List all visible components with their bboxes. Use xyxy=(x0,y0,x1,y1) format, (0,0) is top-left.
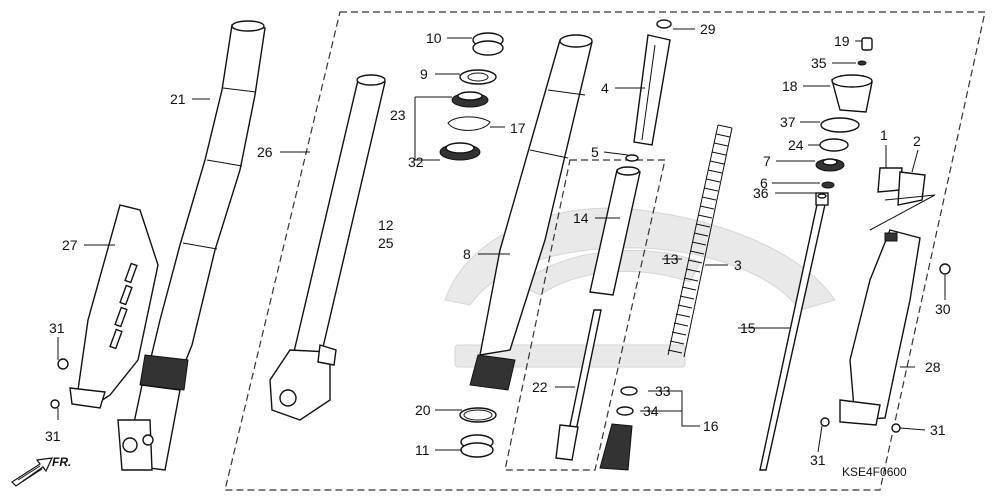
outer-tube-8 xyxy=(469,34,593,391)
callout-1: 1 xyxy=(880,127,888,143)
callout-24: 24 xyxy=(788,137,804,153)
cap-parts xyxy=(815,37,873,199)
callout-19: 19 xyxy=(834,33,850,49)
damper-rod-outline xyxy=(504,159,666,471)
callout-11: 11 xyxy=(415,442,430,458)
part-callouts: 21 26 27 31 31 10 9 23 17 32 12 25 20 11… xyxy=(45,21,951,468)
damper-rod-set xyxy=(555,154,641,461)
callout-31-c: 31 xyxy=(810,452,826,468)
callout-3: 3 xyxy=(734,257,742,273)
rod-15 xyxy=(759,192,829,471)
callout-9: 9 xyxy=(420,66,428,82)
callout-31-a: 31 xyxy=(49,320,65,336)
callout-34: 34 xyxy=(643,403,659,419)
callout-23: 23 xyxy=(390,107,406,123)
diagram-code: KSE4F0600 xyxy=(842,465,907,479)
front-direction-arrow: FR. xyxy=(11,455,71,487)
callout-22: 22 xyxy=(532,379,548,395)
seal-set xyxy=(439,32,504,458)
bottom-parts xyxy=(599,386,638,471)
callout-29: 29 xyxy=(700,21,716,37)
bolt-31-group xyxy=(50,358,69,409)
direction-label: FR. xyxy=(52,455,71,469)
callout-28: 28 xyxy=(925,359,941,375)
callout-33: 33 xyxy=(655,383,671,399)
fork-assembly-21 xyxy=(117,20,266,471)
callout-26: 26 xyxy=(257,144,273,160)
callout-20: 20 xyxy=(415,402,431,418)
part-4 xyxy=(633,19,672,146)
callout-35: 35 xyxy=(811,55,827,71)
callout-14: 14 xyxy=(573,210,589,226)
fork-guard-28 xyxy=(820,229,951,433)
callout-31-d: 31 xyxy=(930,422,946,438)
callout-32: 32 xyxy=(408,154,424,170)
callout-17: 17 xyxy=(510,120,526,136)
callout-27: 27 xyxy=(62,237,78,253)
callout-31-b: 31 xyxy=(45,428,61,444)
callout-30: 30 xyxy=(935,301,951,317)
callout-2: 2 xyxy=(913,133,921,149)
leader-lines xyxy=(57,28,946,453)
callout-10: 10 xyxy=(426,30,442,46)
callout-25: 25 xyxy=(378,235,394,251)
callout-8: 8 xyxy=(463,246,471,262)
callout-21: 21 xyxy=(170,91,186,107)
callout-18: 18 xyxy=(782,78,798,94)
assembly-outline xyxy=(224,11,986,491)
inner-tube-26 xyxy=(269,74,386,421)
spring-3 xyxy=(667,124,733,358)
fork-guard-27 xyxy=(69,204,159,409)
callout-37: 37 xyxy=(780,114,796,130)
callout-6: 6 xyxy=(760,175,768,191)
bracket-parts xyxy=(869,167,936,231)
callout-12: 12 xyxy=(378,217,394,233)
callout-36: 36 xyxy=(753,185,769,201)
callout-16: 16 xyxy=(703,418,719,434)
callout-7: 7 xyxy=(763,153,771,169)
callout-4: 4 xyxy=(601,80,609,96)
callout-13: 13 xyxy=(663,251,679,267)
callout-5: 5 xyxy=(591,144,599,160)
callout-15: 15 xyxy=(740,320,756,336)
